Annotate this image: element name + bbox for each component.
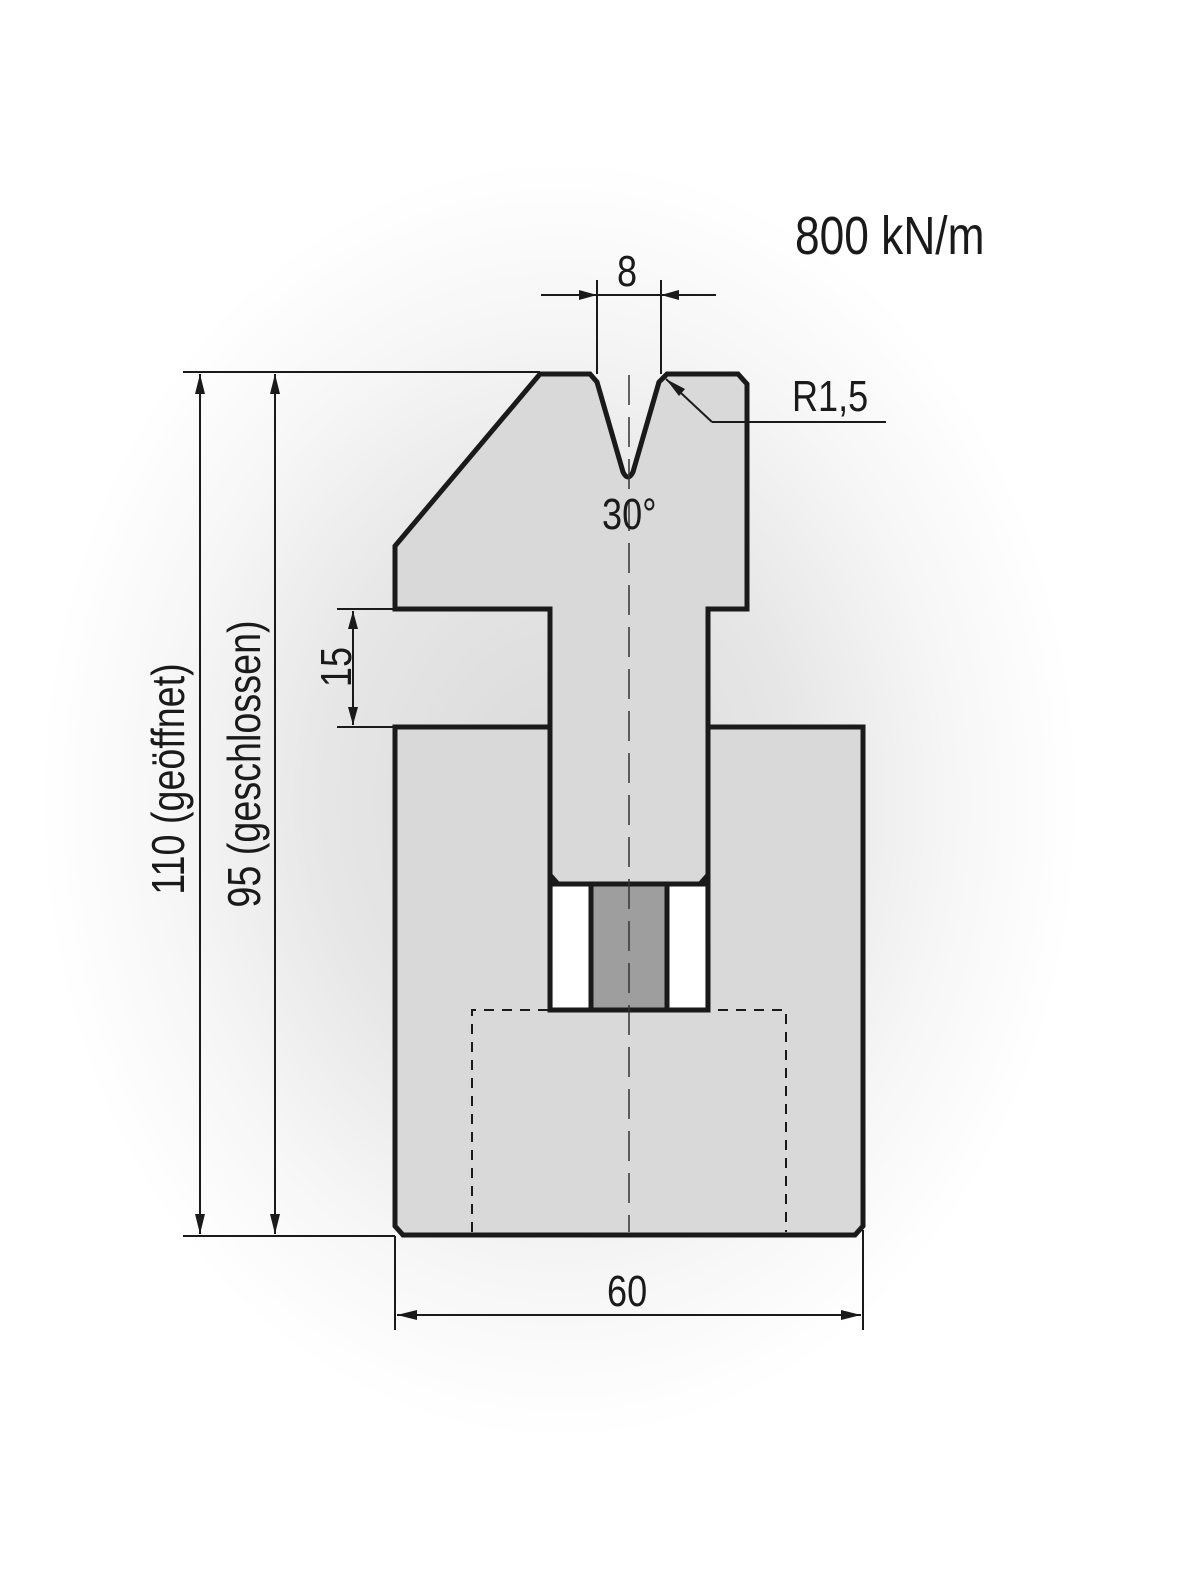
height-open-dimension: 110 (geöffnet) bbox=[142, 663, 194, 895]
load-rating: 800 kN/m bbox=[795, 206, 985, 266]
height-closed-dimension: 95 (geschlossen) bbox=[218, 620, 270, 908]
upper-die-body bbox=[392, 371, 750, 887]
pocket-right bbox=[668, 884, 705, 1008]
pocket-left bbox=[553, 884, 590, 1008]
v-angle-dimension: 30° bbox=[602, 490, 657, 539]
width-dimension: 60 bbox=[607, 1267, 648, 1316]
v-opening-dimension: 8 bbox=[617, 247, 638, 296]
radius-dimension: R1,5 bbox=[792, 372, 869, 421]
slot-height-dimension: 15 bbox=[312, 646, 361, 688]
